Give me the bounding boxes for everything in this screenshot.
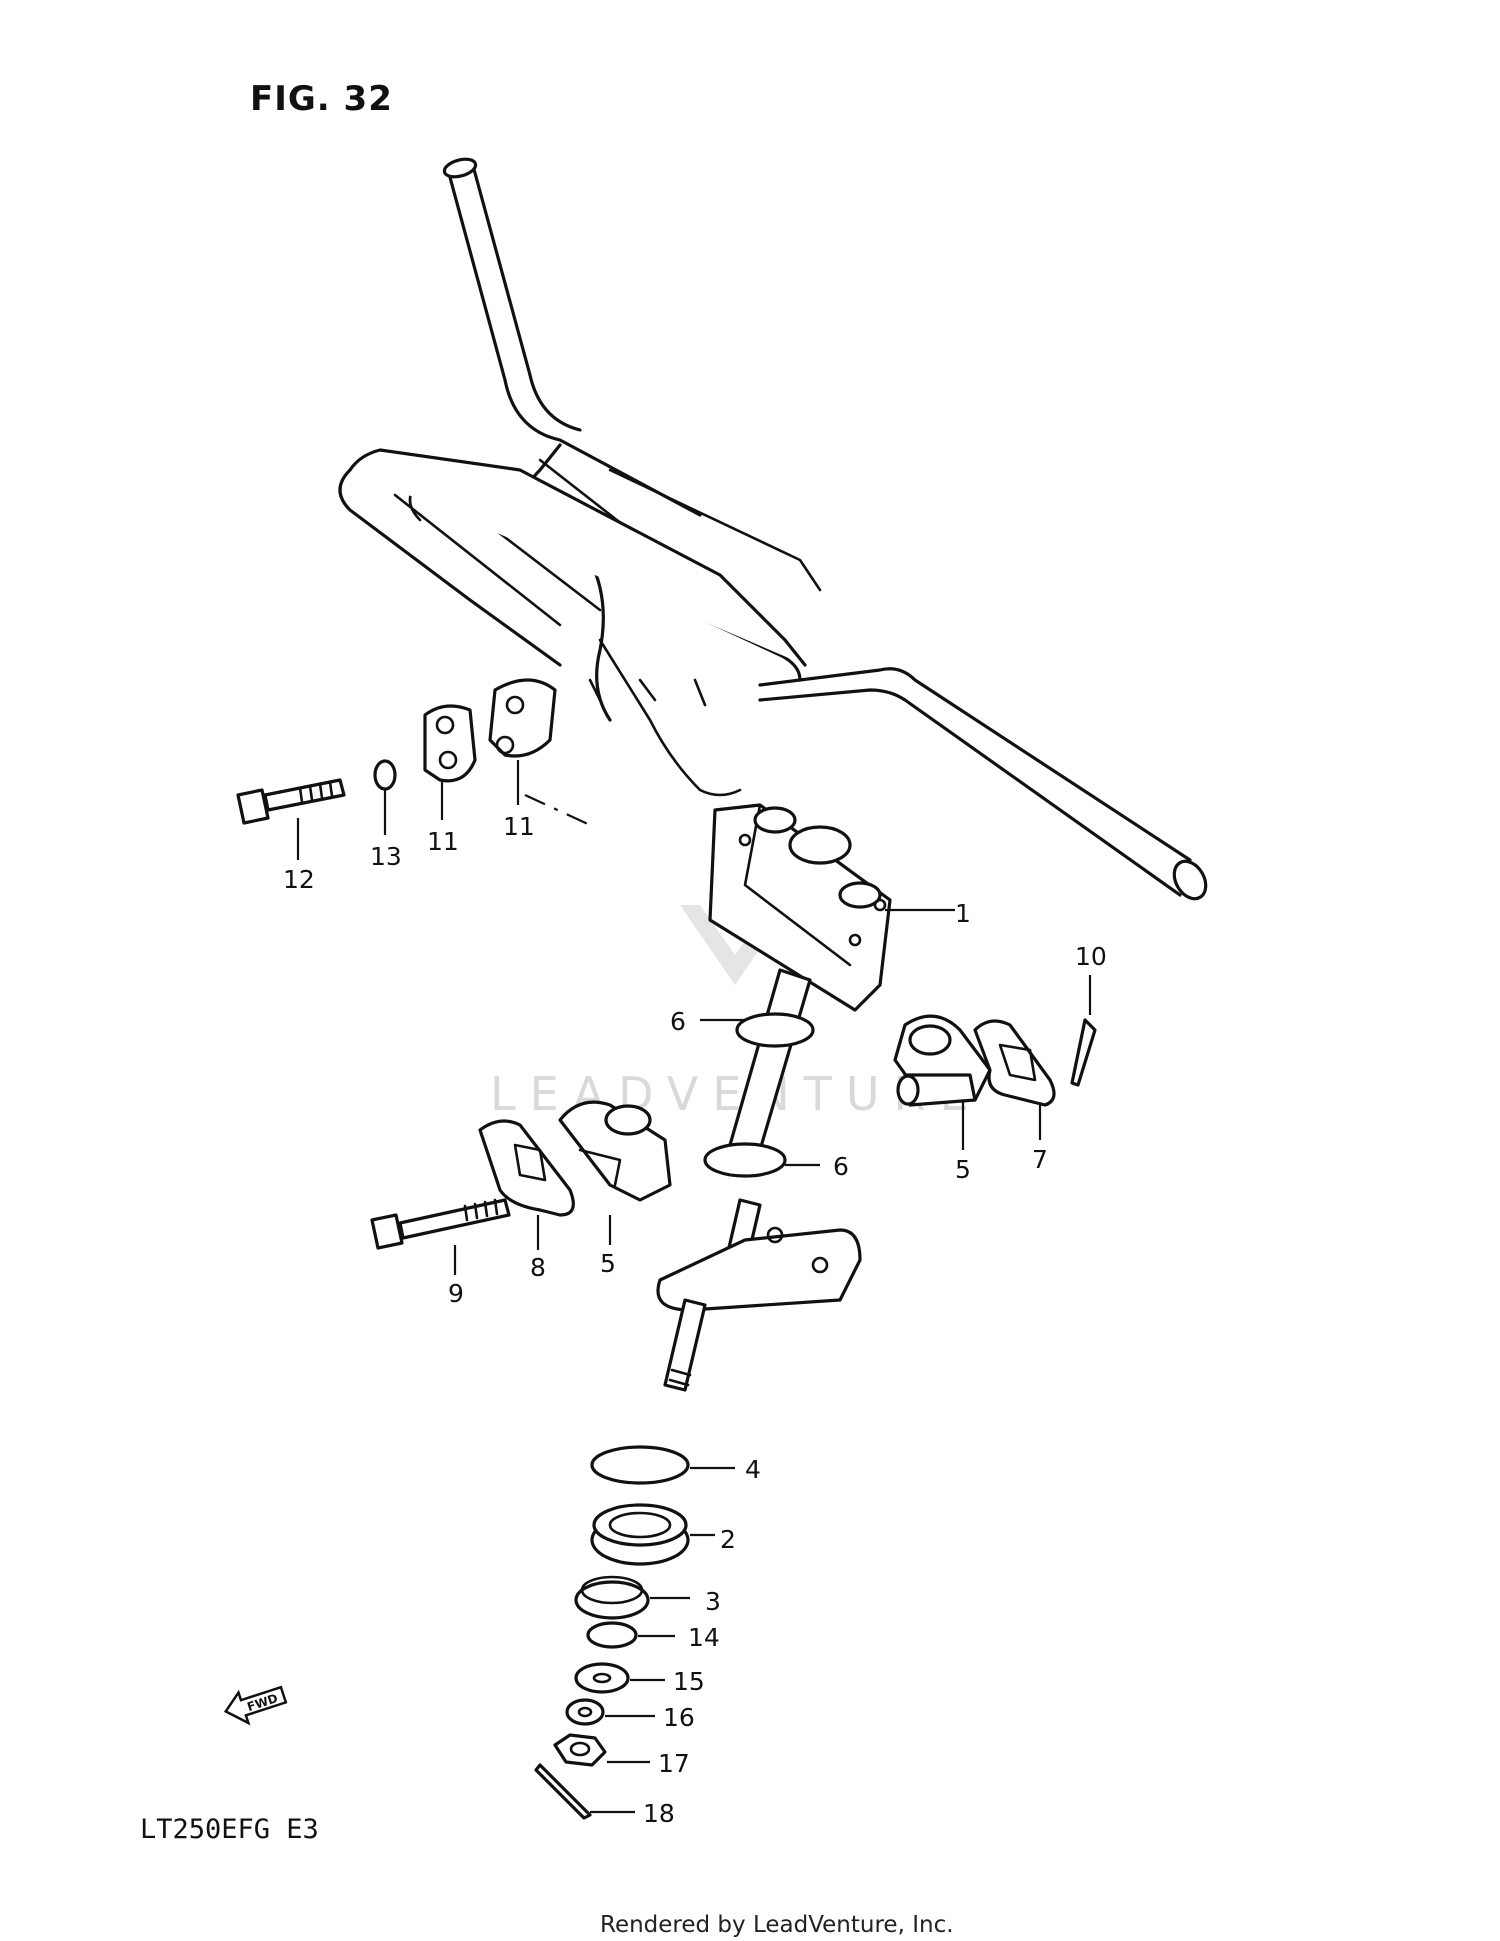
callout-15: 15 — [673, 1667, 705, 1696]
callout-16: 16 — [663, 1703, 695, 1732]
callout-9: 9 — [448, 1279, 464, 1308]
callout-11-left: 11 — [427, 827, 459, 856]
callout-8: 8 — [530, 1253, 546, 1282]
callout-18: 18 — [643, 1799, 675, 1828]
callout-3: 3 — [705, 1587, 721, 1616]
part-6-bushing-upper — [735, 1012, 815, 1048]
part-14-o-ring — [586, 1621, 638, 1649]
callout-7: 7 — [1032, 1145, 1048, 1174]
model-code: LT250EFG E3 — [140, 1814, 319, 1845]
part-11-holder-right — [488, 678, 557, 758]
fwd-arrow-icon: FWD — [223, 1685, 288, 1726]
part-7-plate — [973, 1019, 1056, 1107]
part-15-washer — [574, 1662, 630, 1694]
part-9-bolt — [370, 1198, 511, 1250]
callout-1: 1 — [955, 899, 971, 928]
part-3-bearing-race — [574, 1575, 650, 1620]
callout-12: 12 — [283, 865, 315, 894]
part-16-washer — [565, 1698, 605, 1726]
steering-shaft — [656, 968, 862, 1392]
figure-title: FIG. 32 — [250, 79, 393, 119]
callout-2: 2 — [720, 1525, 736, 1554]
part-6-bushing-lower — [703, 1142, 787, 1178]
callout-11-right: 11 — [503, 812, 535, 841]
callout-5-left: 5 — [600, 1249, 616, 1278]
callout-6-upper: 6 — [670, 1007, 686, 1036]
part-1-holder — [708, 803, 892, 1012]
part-18-cotter-pin — [534, 1763, 592, 1820]
callout-6-lower: 6 — [833, 1152, 849, 1181]
part-12-bolt — [236, 778, 346, 825]
part-5-clamp-left — [558, 1100, 672, 1202]
handlebar-rack — [338, 157, 1208, 901]
part-8-plate — [478, 1119, 575, 1217]
part-4-circlip — [590, 1445, 690, 1485]
part-17-nut — [553, 1733, 607, 1767]
callout-17: 17 — [658, 1749, 690, 1778]
callout-4: 4 — [745, 1455, 761, 1484]
footer-credit: Rendered by LeadVenture, Inc. — [600, 1912, 954, 1938]
leader-lines — [296, 760, 1092, 1814]
callout-10: 10 — [1075, 942, 1107, 971]
callout-5-right: 5 — [955, 1155, 971, 1184]
callout-13: 13 — [370, 842, 402, 871]
callout-14: 14 — [688, 1623, 720, 1652]
part-11-holder-left — [423, 704, 477, 783]
part-10-cotter-pin — [1070, 1018, 1097, 1087]
part-2-bearing — [590, 1503, 690, 1566]
part-5-clamp-right — [893, 1014, 992, 1107]
part-13-washer — [373, 759, 397, 791]
